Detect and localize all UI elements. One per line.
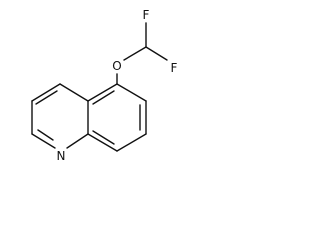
atom-labels: O F F N bbox=[57, 8, 178, 163]
nitrogen-atom-label: N bbox=[57, 149, 66, 163]
bond-c8-c8a bbox=[87, 133, 118, 152]
bond-oxygen-cf2 bbox=[123, 46, 147, 61]
bond-c5-c6 bbox=[116, 83, 147, 102]
bond-c4-c3-inner bbox=[35, 90, 58, 105]
oxygen-atom-label: O bbox=[112, 59, 121, 73]
bond-c4a-c4 bbox=[59, 83, 89, 102]
bond-c4a-c5-inner bbox=[92, 90, 115, 105]
bond-c8-c8a-inner bbox=[92, 130, 115, 145]
bond-cf2-fluorine-right bbox=[145, 46, 168, 61]
bond-lines bbox=[31, 22, 168, 152]
bond-c2-n1-inner bbox=[37, 129, 54, 141]
molecule-structure: O F F N bbox=[31, 8, 178, 163]
bond-c4a-c5 bbox=[87, 83, 118, 102]
bond-c4-c3 bbox=[31, 83, 61, 102]
fluorine-right-atom-label: F bbox=[171, 61, 178, 75]
fluorine-top-atom-label: F bbox=[143, 8, 150, 22]
bond-c7-c8 bbox=[116, 133, 147, 152]
bond-c2-n1 bbox=[31, 133, 56, 149]
bond-n1-c8a bbox=[66, 133, 89, 149]
